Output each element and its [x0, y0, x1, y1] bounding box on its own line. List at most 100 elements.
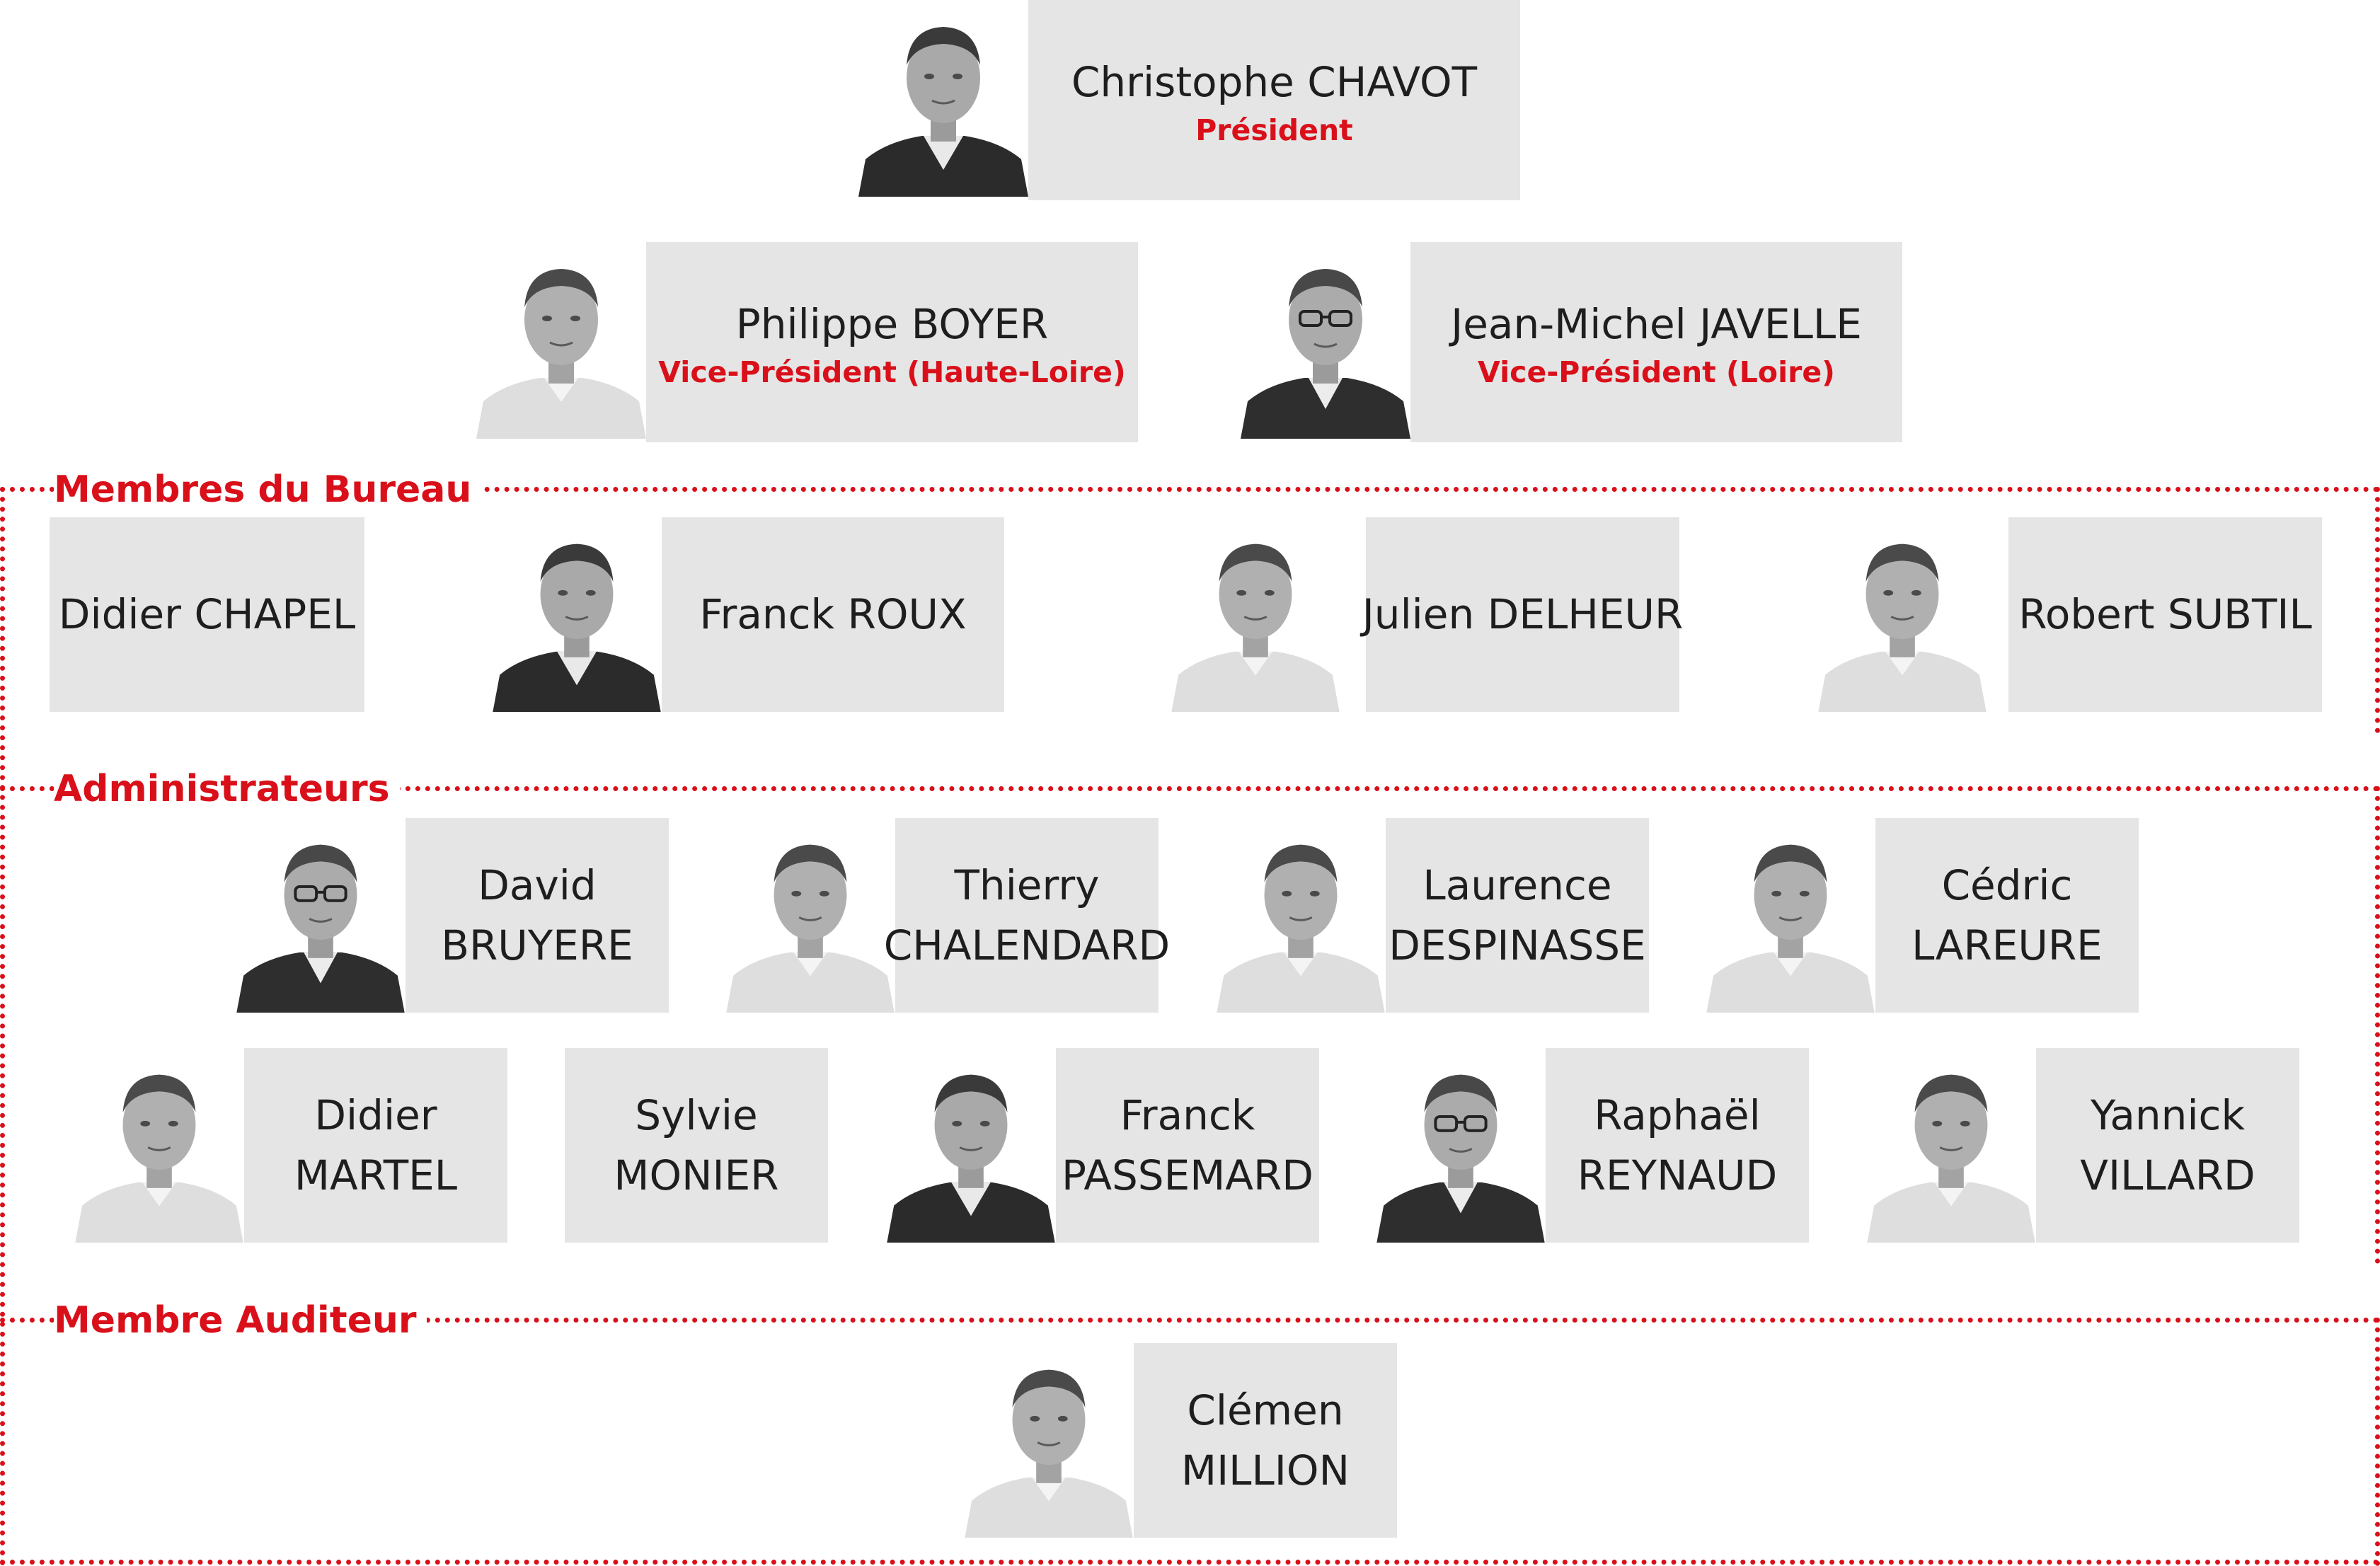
name-box: Raphaël REYNAUD [1546, 1048, 1809, 1243]
portrait-photo [858, 0, 1028, 197]
person-name: Robert SUBTIL [2018, 590, 2312, 639]
portrait-image [1145, 517, 1366, 712]
portrait-image [725, 818, 895, 1013]
portrait-image [1241, 242, 1410, 439]
person-name: Raphaël [1594, 1091, 1761, 1140]
portrait-photo [886, 1048, 1056, 1243]
card-vp-loire: Jean-Michel JAVELLE Vice-Président (Loir… [1241, 242, 1902, 442]
card-monier: Sylvie MONIER [565, 1048, 828, 1243]
card-chalendard: Thierry CHALENDARD [725, 818, 1170, 1013]
name-box: Cédric LAREURE [1875, 818, 2139, 1013]
portrait-photo [964, 1343, 1134, 1538]
portrait-image [1706, 818, 1875, 1013]
portrait-photo [1145, 517, 1366, 712]
person-name: Clémen [1187, 1386, 1344, 1435]
name-box: David BRUYERE [406, 818, 669, 1013]
person-role: Vice-Président (Loire) [1478, 355, 1835, 389]
person-name: Franck [1120, 1091, 1255, 1140]
person-name: Thierry [954, 861, 1100, 910]
section-title: Membre Auditeur [54, 1296, 427, 1345]
portrait-photo [1796, 517, 2008, 712]
section-administrateurs: Administrateurs [0, 764, 2380, 1264]
person-name: Philippe BOYER [735, 299, 1049, 348]
portrait-photo [1866, 1048, 2036, 1243]
person-name: Laurence [1422, 861, 1612, 910]
person-surname: PASSEMARD [1062, 1151, 1313, 1199]
person-surname: LAREURE [1912, 921, 2103, 969]
portrait-photo [476, 242, 646, 439]
person-surname: VILLARD [2080, 1151, 2255, 1199]
portrait-image [886, 1048, 1056, 1243]
name-box: Didier MARTEL [244, 1048, 507, 1243]
portrait-image [74, 1048, 244, 1243]
portrait-image [1216, 818, 1386, 1013]
person-surname: MILLION [1181, 1446, 1350, 1495]
portrait-photo [725, 818, 895, 1013]
portrait-photo [236, 818, 406, 1013]
name-box: Didier CHAPEL [50, 517, 364, 712]
card-reynaud: Raphaël REYNAUD [1376, 1048, 1809, 1243]
person-surname: MARTEL [294, 1151, 458, 1199]
person-name: Yannick [2090, 1091, 2246, 1140]
person-role: Vice-Président (Haute-Loire) [658, 355, 1126, 389]
person-surname: REYNAUD [1577, 1151, 1778, 1199]
portrait-image [1866, 1048, 2036, 1243]
portrait-image [964, 1343, 1134, 1538]
person-name: Franck ROUX [699, 590, 967, 639]
portrait-photo [492, 517, 662, 712]
card-lareure: Cédric LAREURE [1706, 818, 2139, 1013]
card-million: Clémen MILLION [964, 1343, 1397, 1538]
card-president: Christophe CHAVOT Président [858, 0, 1520, 200]
card-delheur: Julien DELHEUR [1145, 517, 1683, 712]
portrait-image [476, 242, 646, 439]
card-passemard: Franck PASSEMARD [886, 1048, 1319, 1243]
name-box: Franck PASSEMARD [1056, 1048, 1319, 1243]
portrait-photo [1706, 818, 1875, 1013]
section-title: Membres du Bureau [54, 465, 482, 514]
person-name: Julien DELHEUR [1362, 590, 1684, 639]
portrait-image [236, 818, 406, 1013]
name-box: Robert SUBTIL [2008, 517, 2322, 712]
name-box: Jean-Michel JAVELLE Vice-Président (Loir… [1410, 242, 1902, 442]
portrait-photo [1241, 242, 1410, 439]
left-dotted-border [0, 487, 5, 1566]
person-name: Christophe CHAVOT [1071, 57, 1478, 106]
card-martel: Didier MARTEL [74, 1048, 507, 1243]
portrait-photo [1376, 1048, 1546, 1243]
name-box: Philippe BOYER Vice-Président (Haute-Loi… [646, 242, 1138, 442]
card-subtil: Robert SUBTIL [1796, 517, 2322, 712]
person-name: David [478, 861, 597, 910]
person-surname: CHALENDARD [883, 921, 1171, 969]
portrait-image [1376, 1048, 1546, 1243]
card-roux: Franck ROUX [492, 517, 1004, 712]
name-box: Franck ROUX [662, 517, 1004, 712]
portrait-image [858, 0, 1028, 197]
name-box: Clémen MILLION [1134, 1343, 1397, 1538]
portrait-photo [74, 1048, 244, 1243]
person-name: Jean-Michel JAVELLE [1451, 299, 1862, 348]
section-membres-bureau: Membres du Bureau [0, 465, 2380, 733]
card-villard: Yannick VILLARD [1866, 1048, 2299, 1243]
portrait-photo [1216, 818, 1386, 1013]
portrait-image [492, 517, 662, 712]
card-bruyere: David BRUYERE [236, 818, 669, 1013]
section-title: Administrateurs [54, 764, 400, 814]
name-box: Yannick VILLARD [2036, 1048, 2299, 1243]
card-despinasse: Laurence DESPINASSE [1216, 818, 1649, 1013]
person-surname: BRUYERE [441, 921, 633, 969]
person-name: Cédric [1941, 861, 2073, 910]
name-box: Christophe CHAVOT Président [1028, 0, 1520, 200]
person-surname: MONIER [614, 1151, 779, 1199]
card-chapel: Didier CHAPEL [50, 517, 364, 712]
section-membre-auditeur: Membre Auditeur [0, 1296, 2380, 1566]
bottom-dotted-border [0, 1560, 2380, 1565]
portrait-image [1796, 517, 2008, 712]
person-role: Président [1195, 113, 1353, 147]
name-box: Sylvie MONIER [565, 1048, 828, 1243]
name-box: Julien DELHEUR [1362, 517, 1683, 712]
name-box: Laurence DESPINASSE [1386, 818, 1649, 1013]
name-box: Thierry CHALENDARD [884, 818, 1170, 1013]
person-name: Sylvie [635, 1091, 758, 1140]
person-name: Didier [314, 1091, 437, 1140]
person-name: Didier CHAPEL [58, 590, 356, 639]
